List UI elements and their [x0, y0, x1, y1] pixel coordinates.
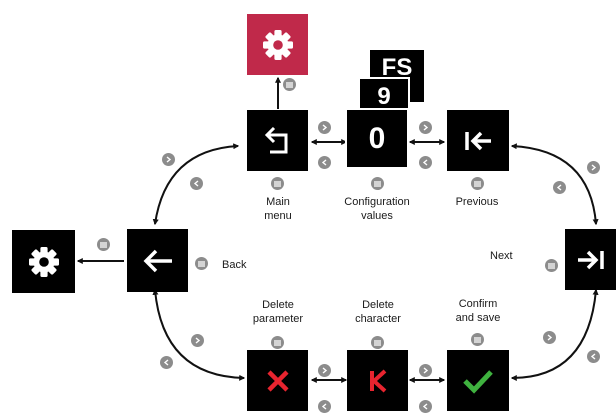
down-button-icon [419, 400, 432, 413]
press-button-icon [283, 78, 296, 91]
press-button-icon [471, 333, 484, 346]
previous-label: Previous [455, 196, 499, 208]
return-arrow-icon [264, 126, 287, 153]
back-tile [127, 229, 188, 292]
up-button-icon [587, 161, 600, 174]
config-value-front-text: 0 [368, 121, 386, 155]
k-icon [369, 369, 386, 392]
down-button-icon [553, 181, 566, 194]
arc-previous-to-next [510, 143, 599, 226]
config-value-back-text: FS [381, 54, 413, 81]
gear-icon [262, 29, 293, 60]
up-button-icon [543, 331, 556, 344]
arc-next-to-confirm [510, 288, 599, 381]
press-button-icon [545, 259, 558, 272]
delete-character-tile [347, 350, 408, 411]
gear-icon [28, 246, 59, 277]
settings-tile-top [247, 14, 308, 75]
arc-main-menu-to-back [152, 143, 240, 226]
x-icon [266, 369, 289, 392]
down-button-icon [160, 356, 173, 369]
down-button-icon [587, 350, 600, 363]
down-button-icon [419, 156, 432, 169]
up-button-icon [318, 364, 331, 377]
down-button-icon [318, 400, 331, 413]
up-button-icon [419, 121, 432, 134]
press-button-icon [371, 336, 384, 349]
previous-tile [447, 110, 509, 171]
left-arrow-icon [143, 249, 172, 272]
config-value-middle-text: 9 [377, 83, 391, 110]
down-button-icon [190, 177, 203, 190]
press-button-icon [471, 177, 484, 190]
config-value-tile-front: 0 [345, 108, 409, 169]
confirm-save-tile [447, 350, 509, 411]
press-button-icon [97, 238, 110, 251]
back-label: Back [222, 259, 247, 271]
up-button-icon [162, 153, 175, 166]
next-label: Next [490, 250, 513, 262]
press-button-icon [271, 336, 284, 349]
press-button-icon [271, 177, 284, 190]
checkmark-icon [463, 369, 493, 394]
press-button-icon [371, 177, 384, 190]
press-button-icon [195, 257, 208, 270]
up-button-icon [191, 334, 204, 347]
arc-back-to-delete-parameter [152, 288, 246, 381]
main-menu-tile [247, 110, 308, 171]
up-button-icon [419, 364, 432, 377]
delete-parameter-tile [247, 350, 308, 411]
skip-to-start-icon [465, 131, 491, 150]
next-tile [565, 229, 616, 290]
settings-tile-left [12, 230, 75, 293]
skip-to-end-icon [577, 250, 604, 269]
up-button-icon [318, 121, 331, 134]
down-button-icon [318, 156, 331, 169]
